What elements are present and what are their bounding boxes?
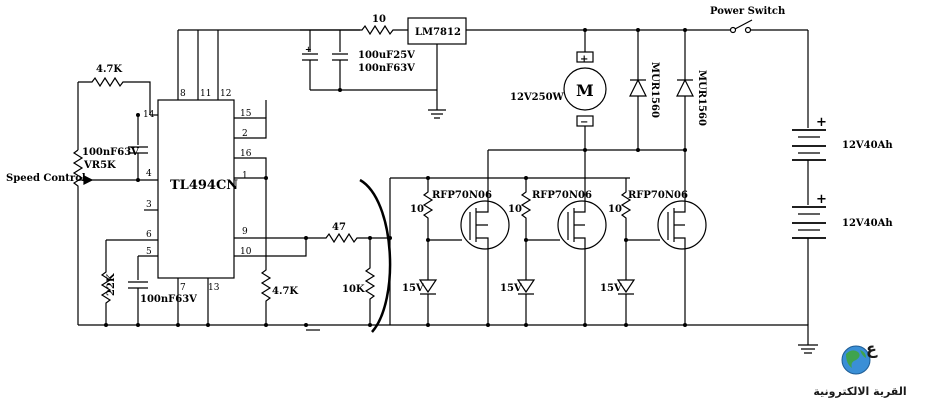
pin-10-label: 10 — [240, 247, 252, 257]
r-reg-label: 10 — [372, 14, 386, 25]
regulator-section: 10 LM7812 + 100uF25V 100nF63V — [300, 14, 730, 119]
diode-1-label: MUR1560 — [649, 62, 660, 118]
svg-text:ع: ع — [866, 339, 878, 358]
gate-r-1-label: 10 — [410, 204, 424, 215]
cap-bottom-label: 100nF63V — [140, 294, 197, 305]
motor-rating: 12V250W — [510, 92, 565, 103]
gate-r-2-label: 10 — [508, 204, 522, 215]
motor-symbol: M — [576, 81, 594, 100]
motor-plus: + — [580, 54, 588, 65]
mosfet-stage-3: 10 RFP70N06 15V — [600, 178, 707, 325]
motor-minus: − — [580, 117, 588, 128]
pin-9-label: 9 — [242, 227, 248, 237]
pin-12-label: 12 — [220, 89, 231, 99]
power-switch-label: Power Switch — [710, 6, 786, 17]
mosfet-3-part: RFP70N06 — [628, 190, 688, 201]
ic-label: TL494CN — [170, 178, 238, 193]
cap-reg2-label: 100nF63V — [358, 63, 415, 74]
mosfet-2-part: RFP70N06 — [532, 190, 592, 201]
mosfet-1-part: RFP70N06 — [432, 190, 492, 201]
pin-16-label: 16 — [240, 149, 252, 159]
pin-5-label: 5 — [146, 247, 152, 257]
battery-1-plus: + — [816, 115, 827, 130]
watermark-logo: ع — [841, 339, 878, 375]
power-switch: Power Switch — [710, 6, 808, 34]
mosfet-stage-1: 10 RFP70N06 15V — [402, 150, 510, 325]
pin-13-label: 13 — [208, 283, 220, 293]
flyback-diodes: MUR1560 MUR1560 — [629, 28, 707, 150]
pin-14-label: 14 — [143, 110, 155, 120]
battery-2-label: 12V40Ah — [842, 218, 893, 229]
r-right-label: 4.7K — [272, 286, 298, 297]
cap-reg1-label: 100uF25V — [358, 50, 415, 61]
r-10k-label: 10K — [342, 284, 365, 295]
watermark-text: القرية الالكترونية — [813, 385, 907, 398]
motor: M + − 12V250W — [510, 30, 607, 150]
pin-15-label: 15 — [240, 109, 252, 119]
pin-2-label: 2 — [242, 129, 248, 139]
cap-pins-label: 100nF63V — [82, 147, 139, 158]
pin-8-label: 8 — [180, 89, 186, 99]
battery-2-plus: + — [816, 192, 827, 207]
pin-11-label: 11 — [200, 89, 211, 99]
pin-1-label: 1 — [242, 171, 248, 181]
tl494-ic: TL494CN 8 11 12 14 15 2 16 1 4 3 6 5 9 1… — [143, 89, 252, 293]
svg-text:+: + — [305, 44, 312, 54]
pin-3-label: 3 — [146, 200, 152, 210]
battery-1-label: 12V40Ah — [842, 140, 893, 151]
gate-r-3-label: 10 — [608, 204, 622, 215]
ground-junctions — [104, 323, 687, 327]
pin-7-label: 7 — [180, 283, 186, 293]
diode-2-label: MUR1560 — [696, 70, 707, 126]
pot-label: VR5K — [83, 160, 116, 171]
r-top-label: 4.7K — [96, 64, 122, 75]
speed-control-label: Speed Control — [6, 173, 86, 184]
r-gate-in-label: 47 — [332, 222, 346, 233]
zener-1-label: 15V — [402, 283, 424, 294]
mosfet-stage-2: 10 RFP70N06 15V — [500, 150, 607, 325]
zener-2-label: 15V — [500, 283, 522, 294]
zener-3-label: 15V — [600, 283, 622, 294]
lm7812-label: LM7812 — [415, 27, 461, 38]
pin-4-label: 4 — [146, 169, 152, 179]
r-22k-label: 22K — [106, 273, 117, 296]
battery-pack: + 12V40Ah + 12V40Ah — [792, 30, 893, 325]
pin-6-label: 6 — [146, 230, 152, 240]
